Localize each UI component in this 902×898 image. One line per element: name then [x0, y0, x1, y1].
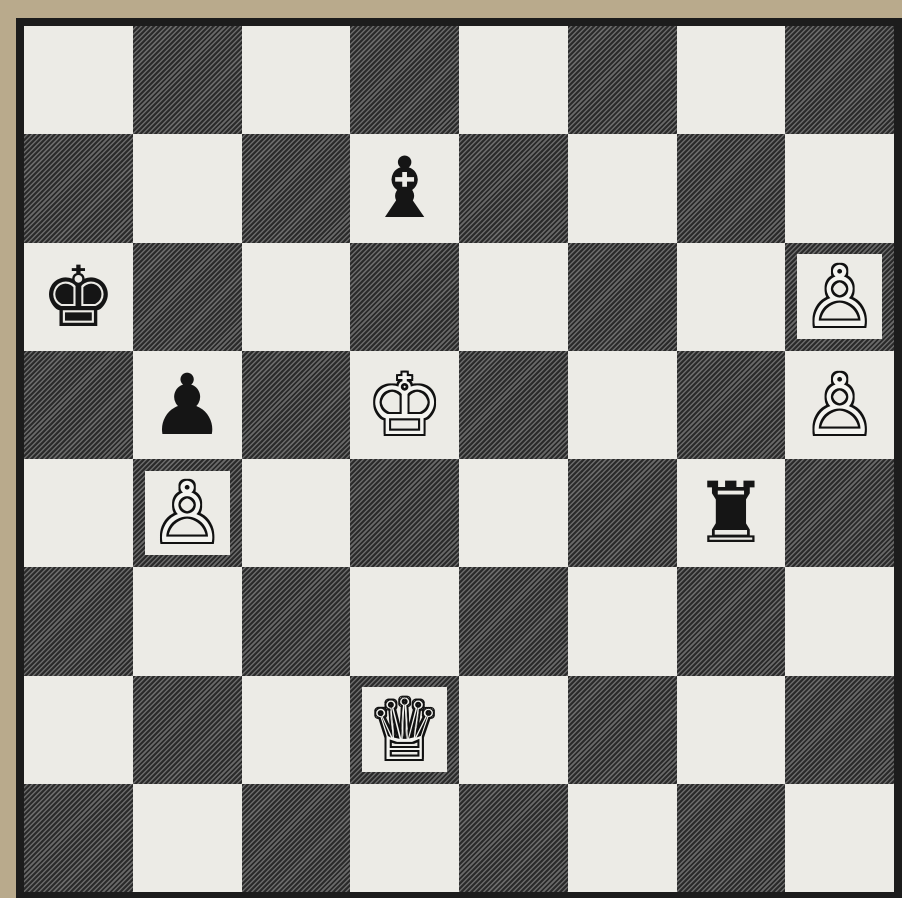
square-d8[interactable]: [350, 26, 459, 134]
piece-background: ♙: [145, 471, 230, 555]
square-h3[interactable]: [785, 567, 894, 675]
white-queen-icon[interactable]: ♕: [367, 688, 442, 772]
square-d2[interactable]: ♕: [350, 676, 459, 784]
square-e4[interactable]: [459, 459, 568, 567]
square-a3[interactable]: [24, 567, 133, 675]
white-pawn-icon[interactable]: ♙: [149, 471, 224, 555]
square-a2[interactable]: [24, 676, 133, 784]
square-b2[interactable]: [133, 676, 242, 784]
square-g2[interactable]: [677, 676, 786, 784]
square-g4[interactable]: ♜: [677, 459, 786, 567]
black-rook-icon[interactable]: ♜: [693, 471, 768, 555]
square-c2[interactable]: [242, 676, 351, 784]
square-g5[interactable]: [677, 351, 786, 459]
white-pawn-icon[interactable]: ♙: [802, 255, 877, 339]
square-c6[interactable]: [242, 243, 351, 351]
square-g7[interactable]: [677, 134, 786, 242]
square-g8[interactable]: [677, 26, 786, 134]
square-g3[interactable]: [677, 567, 786, 675]
square-e2[interactable]: [459, 676, 568, 784]
square-h2[interactable]: [785, 676, 894, 784]
square-f6[interactable]: [568, 243, 677, 351]
square-f3[interactable]: [568, 567, 677, 675]
square-c7[interactable]: [242, 134, 351, 242]
square-a1[interactable]: [24, 784, 133, 892]
square-d6[interactable]: [350, 243, 459, 351]
square-f7[interactable]: [568, 134, 677, 242]
square-a5[interactable]: [24, 351, 133, 459]
board-frame: ♝ ♚ ♙ ♟ ♔ ♙ ♙ ♜ ♕: [16, 18, 902, 898]
square-e8[interactable]: [459, 26, 568, 134]
black-king-icon[interactable]: ♚: [41, 255, 116, 339]
piece-background: ♕: [362, 687, 447, 771]
square-c3[interactable]: [242, 567, 351, 675]
square-f8[interactable]: [568, 26, 677, 134]
square-b6[interactable]: [133, 243, 242, 351]
square-h5[interactable]: ♙: [785, 351, 894, 459]
black-bishop-icon[interactable]: ♝: [367, 146, 442, 230]
square-b8[interactable]: [133, 26, 242, 134]
piece-background: ♚: [36, 254, 121, 338]
square-b7[interactable]: [133, 134, 242, 242]
square-h8[interactable]: [785, 26, 894, 134]
chess-board: ♝ ♚ ♙ ♟ ♔ ♙ ♙ ♜ ♕: [24, 26, 894, 892]
square-d1[interactable]: [350, 784, 459, 892]
square-e7[interactable]: [459, 134, 568, 242]
black-pawn-icon[interactable]: ♟: [149, 363, 224, 447]
square-d5[interactable]: ♔: [350, 351, 459, 459]
square-a7[interactable]: [24, 134, 133, 242]
square-h4[interactable]: [785, 459, 894, 567]
square-h1[interactable]: [785, 784, 894, 892]
square-e1[interactable]: [459, 784, 568, 892]
square-d4[interactable]: [350, 459, 459, 567]
piece-background: ♟: [145, 363, 230, 447]
square-b3[interactable]: [133, 567, 242, 675]
white-pawn-icon[interactable]: ♙: [802, 363, 877, 447]
square-h7[interactable]: [785, 134, 894, 242]
square-e6[interactable]: [459, 243, 568, 351]
square-b4[interactable]: ♙: [133, 459, 242, 567]
piece-background: ♙: [797, 363, 882, 447]
square-d3[interactable]: [350, 567, 459, 675]
piece-background: ♜: [688, 471, 773, 555]
square-f4[interactable]: [568, 459, 677, 567]
square-g6[interactable]: [677, 243, 786, 351]
square-b1[interactable]: [133, 784, 242, 892]
square-c8[interactable]: [242, 26, 351, 134]
square-e5[interactable]: [459, 351, 568, 459]
white-king-icon[interactable]: ♔: [367, 363, 442, 447]
square-c5[interactable]: [242, 351, 351, 459]
square-b5[interactable]: ♟: [133, 351, 242, 459]
square-a6[interactable]: ♚: [24, 243, 133, 351]
square-h6[interactable]: ♙: [785, 243, 894, 351]
piece-background: ♙: [797, 254, 882, 338]
square-e3[interactable]: [459, 567, 568, 675]
square-f1[interactable]: [568, 784, 677, 892]
square-a4[interactable]: [24, 459, 133, 567]
square-a8[interactable]: [24, 26, 133, 134]
square-f2[interactable]: [568, 676, 677, 784]
square-g1[interactable]: [677, 784, 786, 892]
square-c4[interactable]: [242, 459, 351, 567]
piece-background: ♝: [362, 146, 447, 230]
square-f5[interactable]: [568, 351, 677, 459]
piece-background: ♔: [362, 363, 447, 447]
square-d7[interactable]: ♝: [350, 134, 459, 242]
square-c1[interactable]: [242, 784, 351, 892]
